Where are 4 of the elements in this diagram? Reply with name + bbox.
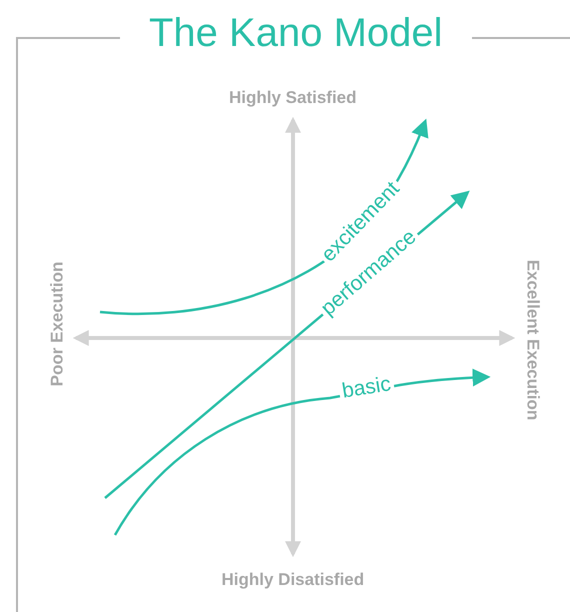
axis-label: Excellent Execution <box>522 260 542 420</box>
axis-label: Highly Disatisfied <box>222 570 364 590</box>
axis-label: Poor Execution <box>46 262 67 386</box>
axis-label: Highly Satisfied <box>229 88 357 108</box>
